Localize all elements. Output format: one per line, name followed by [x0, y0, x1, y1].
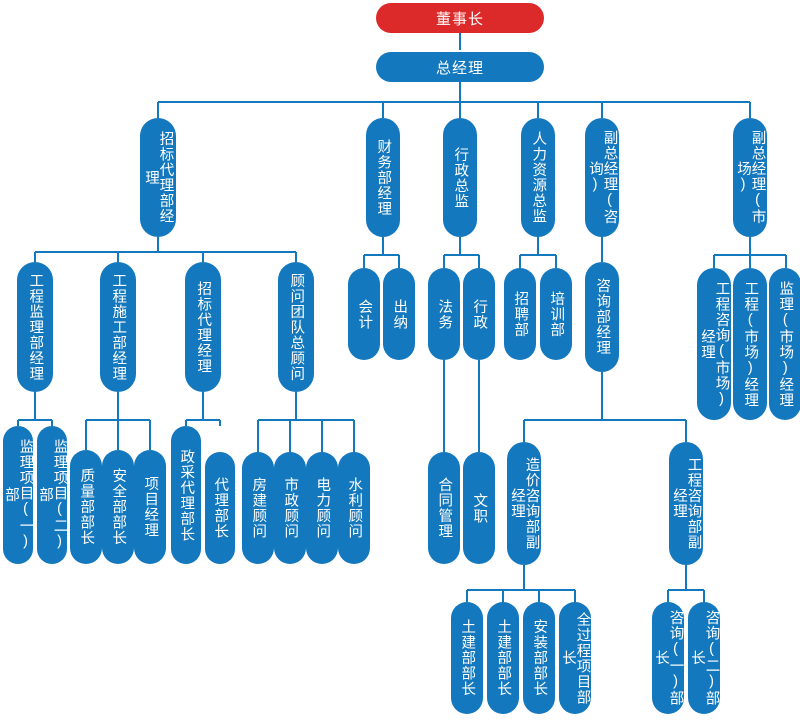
engineering-market-manager-node[interactable]: 工程(市场)经理	[733, 268, 767, 420]
cashier-node[interactable]: 出纳	[383, 268, 415, 360]
clerk-node[interactable]: 文职	[463, 452, 495, 564]
tender-agent-manager-node[interactable]: 招标代理经理	[185, 262, 221, 392]
civil-works-head-1-node[interactable]: 土建部部长	[451, 602, 483, 714]
municipal-consultant-node[interactable]: 市政顾问	[274, 452, 306, 564]
engineering-consulting-market-manager-node[interactable]: 工程咨询(市场)经理	[697, 268, 731, 420]
legal-node[interactable]: 法务	[428, 268, 460, 360]
quality-dept-head-node[interactable]: 质量部部长	[70, 450, 102, 564]
contract-management-node[interactable]: 合同管理	[428, 452, 460, 564]
civil-works-head-2-node[interactable]: 土建部部长	[487, 602, 519, 714]
installation-head-node[interactable]: 安装部部长	[523, 602, 555, 714]
engineering-supervision-manager-node[interactable]: 工程监理部经理	[17, 262, 53, 392]
general-manager-node[interactable]: 总经理	[376, 52, 544, 82]
accountant-node[interactable]: 会计	[348, 268, 380, 360]
supervision-market-manager-node[interactable]: 监理(市场)经理	[769, 268, 800, 420]
water-conservancy-consultant-node[interactable]: 水利顾问	[338, 452, 370, 564]
supervision-project-dept-1-node[interactable]: 监理项目(一)部	[3, 426, 34, 564]
chairman-node[interactable]: 董事长	[376, 3, 544, 33]
supervision-project-dept-2-node[interactable]: 监理项目(二)部	[37, 426, 68, 564]
consultant-team-chief-node[interactable]: 顾问团队总顾问	[278, 262, 314, 392]
recruitment-node[interactable]: 招聘部	[504, 268, 536, 360]
housing-consultant-node[interactable]: 房建顾问	[242, 452, 274, 564]
consulting-dept-2-head-node[interactable]: 咨询(二)部长	[688, 602, 720, 714]
finance-manager-node[interactable]: 财务部经理	[366, 118, 400, 237]
hr-director-node[interactable]: 人力资源总监	[521, 118, 555, 237]
safety-dept-head-node[interactable]: 安全部部长	[102, 450, 134, 564]
consulting-manager-node[interactable]: 咨询部经理	[585, 262, 619, 372]
training-node[interactable]: 培训部	[540, 268, 572, 360]
administration-node[interactable]: 行政	[463, 268, 495, 360]
consulting-dept-1-head-node[interactable]: 咨询(一)部长	[652, 602, 684, 714]
government-procurement-head-node[interactable]: 政采代理部长	[171, 426, 201, 564]
admin-director-node[interactable]: 行政总监	[443, 118, 477, 237]
power-consultant-node[interactable]: 电力顾问	[306, 452, 338, 564]
whole-process-project-head-node[interactable]: 全过程项目部长	[559, 602, 591, 714]
deputy-gm-consulting-node[interactable]: 副总经理(咨询)	[585, 118, 619, 237]
tender-agency-manager-node[interactable]: 招标代理部经理	[140, 118, 176, 237]
deputy-gm-market-node[interactable]: 副总经理(市场)	[733, 118, 767, 237]
engineering-consulting-deputy-manager-node[interactable]: 工程咨询部副经理	[669, 442, 703, 565]
cost-consulting-deputy-manager-node[interactable]: 造价咨询部副经理	[507, 442, 541, 565]
engineering-construction-manager-node[interactable]: 工程施工部经理	[100, 262, 136, 392]
agency-head-node[interactable]: 代理部长	[205, 452, 235, 564]
project-manager-node[interactable]: 项目经理	[134, 450, 166, 564]
